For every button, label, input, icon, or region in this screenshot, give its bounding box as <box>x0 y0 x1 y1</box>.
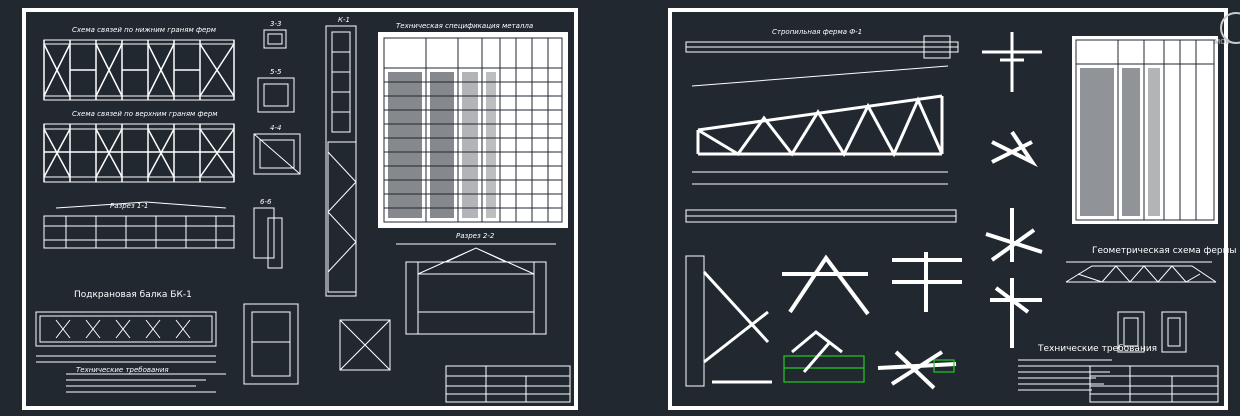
label-geometry-title: Геометрическая схема фермы <box>1092 246 1237 256</box>
label-spec-title: Техническая спецификация металла <box>396 22 534 30</box>
label-crane-beam: Подкрановая балка БК-1 <box>74 290 192 300</box>
circle-icon <box>1220 12 1240 44</box>
widget-text: мок <box>1214 36 1230 46</box>
partial-side-widget[interactable]: мок <box>1214 10 1240 90</box>
label-bottom-frame: Схема связей по верхним граням ферм <box>72 110 218 118</box>
spec-table-1 <box>378 32 568 228</box>
label-section-3-3: 3-3 <box>270 20 282 28</box>
sheet1-graphics <box>35 25 571 403</box>
label-section-5-5: 5-5 <box>270 68 282 76</box>
label-cut-1-1: Разрез 1-1 <box>110 202 149 210</box>
label-truss-title: Стропильная ферма Ф-1 <box>772 28 863 36</box>
label-section-6-6: 6-6 <box>260 198 272 206</box>
label-column-k1: К-1 <box>338 16 350 24</box>
drawing-sheet-2[interactable]: Стропильная ферма Ф-1 Геометрическая схе… <box>668 8 1237 410</box>
label-section-4-4: 4-4 <box>270 124 282 132</box>
sheet2-graphics <box>685 32 1219 403</box>
label-cut-2-2: Разрез 2-2 <box>456 232 495 240</box>
drawing-sheet-1[interactable]: Схема связей по нижним граням ферм Схема… <box>22 8 578 410</box>
label-top-frame: Схема связей по нижним граням ферм <box>72 26 216 34</box>
label-tech-req-1: Технические требования <box>76 366 169 374</box>
label-tech-req-2: Технические требования <box>1038 344 1158 354</box>
spec-table-2 <box>1072 36 1218 224</box>
